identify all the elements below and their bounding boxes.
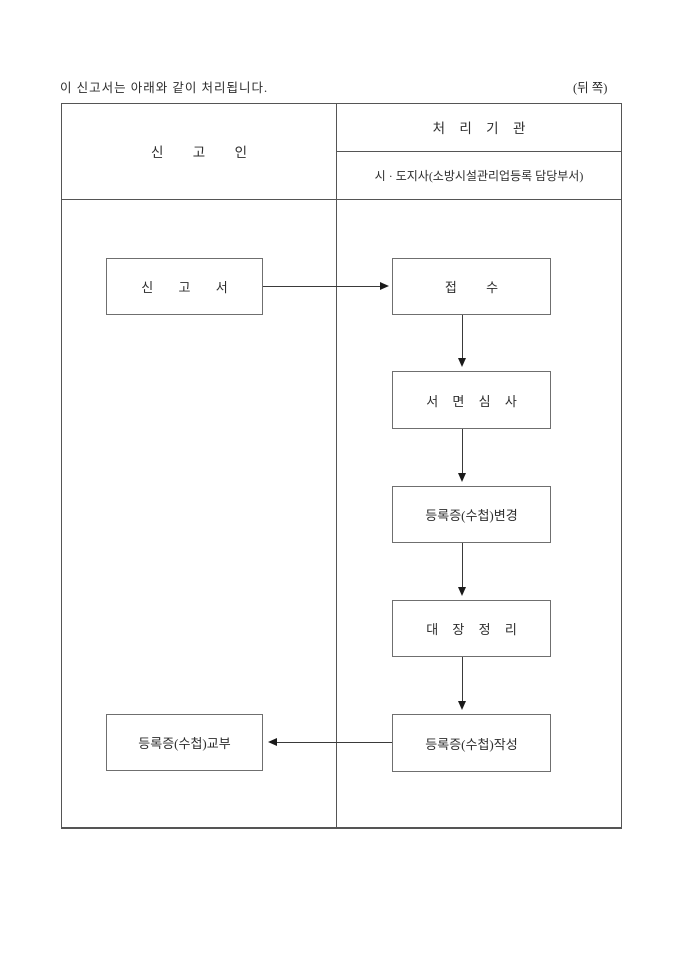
arrow-down-icon — [458, 473, 466, 482]
table-header-divider — [62, 199, 621, 200]
arrow-right-icon — [380, 282, 389, 290]
flow-box-report-form: 신 고 서 — [106, 258, 263, 315]
connector-ledger-to-prepare — [462, 657, 463, 701]
processing-note: 이 신고서는 아래와 같이 처리됩니다. — [60, 81, 269, 95]
arrow-down-icon — [458, 587, 466, 596]
connector-review-to-change — [462, 429, 463, 473]
connector-change-to-ledger — [462, 543, 463, 587]
process-table-frame — [61, 103, 622, 829]
flow-box-ledger-update: 대 장 정 리 — [392, 600, 551, 657]
connector-report-to-receipt — [263, 286, 380, 287]
agency-subheader-cell: 시 · 도지사(소방시설관리업등록 담당부서) — [374, 168, 584, 183]
arrow-down-icon — [458, 701, 466, 710]
flow-box-certificate-prepare: 등록증(수첩)작성 — [392, 714, 551, 772]
back-side-label: (뒤 쪽) — [573, 81, 608, 95]
declarant-header-cell: 신 고 인 — [150, 145, 247, 160]
agency-header-cell: 처 리 기 관 — [432, 121, 526, 136]
table-column-divider — [336, 104, 337, 827]
connector-receipt-to-review — [462, 315, 463, 358]
flow-box-document-review: 서 면 심 사 — [392, 371, 551, 429]
flow-box-certificate-issue: 등록증(수첩)교부 — [106, 714, 263, 771]
arrow-left-icon — [268, 738, 277, 746]
flow-box-receipt: 접 수 — [392, 258, 551, 315]
connector-prepare-to-issue — [277, 742, 392, 743]
agency-header-divider — [337, 151, 621, 152]
flow-box-certificate-change: 등록증(수첩)변경 — [392, 486, 551, 543]
arrow-down-icon — [458, 358, 466, 367]
